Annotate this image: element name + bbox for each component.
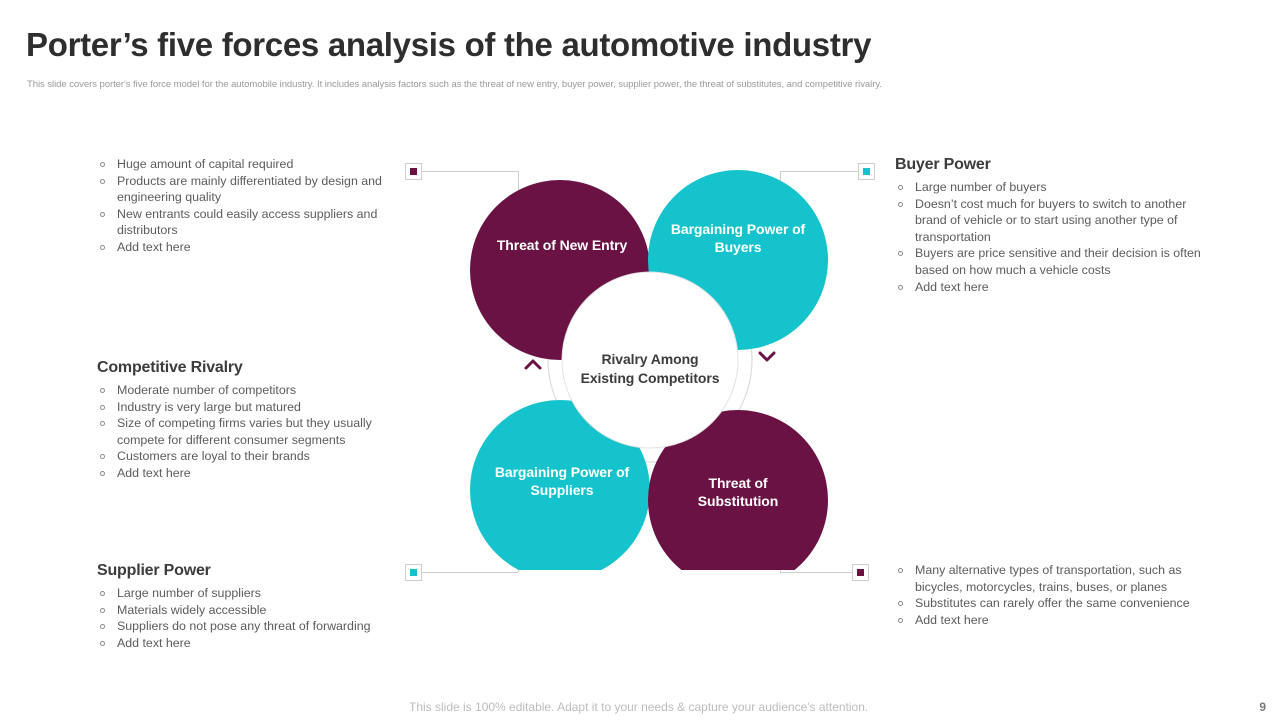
connector-line-new-entry-h [422, 171, 518, 172]
text-block-buyer-power: Buyer Power Large number of buyers Doesn… [895, 156, 1215, 295]
list-item: Add text here [895, 279, 1215, 296]
list-item: Large number of buyers [895, 179, 1215, 196]
list-item: Materials widely accessible [97, 602, 402, 619]
connector-marker-substitution [852, 564, 869, 581]
marker-square-icon [857, 569, 864, 576]
text-block-supplier-power: Supplier Power Large number of suppliers… [97, 562, 402, 651]
list-item: Products are mainly differentiated by de… [97, 173, 397, 206]
list-item: Moderate number of competitors [97, 382, 402, 399]
list-item: New entrants could easily access supplie… [97, 206, 397, 239]
connector-marker-supplier-power [405, 564, 422, 581]
bullet-list-threat-of-substitution: Many alternative types of transportation… [895, 562, 1215, 628]
flow-arrow-right-icon [758, 351, 776, 362]
bullet-list-new-entry: Huge amount of capital required Products… [97, 156, 397, 256]
connector-marker-new-entry [405, 163, 422, 180]
section-heading-supplier-power: Supplier Power [97, 562, 211, 579]
bubble-threat-of-substitution[interactable] [648, 410, 828, 570]
marker-square-icon [410, 168, 417, 175]
list-item: Customers are loyal to their brands [97, 448, 402, 465]
marker-square-icon [410, 569, 417, 576]
list-item: Size of competing firms varies but they … [97, 415, 402, 448]
porters-five-forces-diagram: Threat of New Entry Bargaining Power of … [440, 150, 860, 570]
list-item: Industry is very large but matured [97, 399, 402, 416]
diagram-svg [470, 170, 828, 570]
list-item: Add text here [97, 239, 397, 256]
list-item: Add text here [895, 612, 1215, 629]
text-block-competitive-rivalry: Competitive Rivalry Moderate number of c… [97, 359, 402, 482]
bullet-list-buyer-power: Large number of buyers Doesn’t cost much… [895, 179, 1215, 295]
connector-line-supplier-power-h [422, 572, 518, 573]
list-item: Doesn’t cost much for buyers to switch t… [895, 196, 1215, 246]
connector-line-substitution-h [780, 572, 852, 573]
list-item: Huge amount of capital required [97, 156, 397, 173]
connector-line-new-entry-v [518, 171, 519, 201]
section-heading-competitive-rivalry: Competitive Rivalry [97, 359, 243, 376]
flow-arrow-bottom-icon [601, 461, 612, 479]
page-title: Porter’s five forces analysis of the aut… [26, 26, 872, 63]
list-item: Many alternative types of transportation… [895, 562, 1215, 595]
bullet-list-supplier-power: Large number of suppliers Materials wide… [97, 585, 402, 651]
marker-square-icon [863, 168, 870, 175]
section-heading-buyer-power: Buyer Power [895, 156, 991, 173]
connector-line-buyer-power-h [780, 171, 858, 172]
text-block-threat-of-substitution: Many alternative types of transportation… [895, 562, 1215, 628]
list-item: Add text here [97, 635, 402, 652]
footer-note: This slide is 100% editable. Adapt it to… [409, 700, 869, 714]
list-item: Substitutes can rarely offer the same co… [895, 595, 1215, 612]
flow-arrow-top-icon [688, 240, 699, 258]
list-item: Large number of suppliers [97, 585, 402, 602]
center-ring-inner [561, 271, 739, 449]
page-subtitle: This slide covers porter's five force mo… [27, 79, 882, 90]
list-item: Add text here [97, 465, 402, 482]
bullet-list-competitive-rivalry: Moderate number of competitors Industry … [97, 382, 402, 482]
bubble-bargaining-power-of-suppliers[interactable] [470, 400, 650, 570]
page-number: 9 [1259, 700, 1266, 714]
list-item: Buyers are price sensitive and their dec… [895, 245, 1215, 278]
center-disc [562, 272, 738, 448]
connector-marker-buyer-power [858, 163, 875, 180]
flow-arrow-left-icon [524, 359, 542, 370]
list-item: Suppliers do not pose any threat of forw… [97, 618, 402, 635]
text-block-new-entry: Huge amount of capital required Products… [97, 156, 397, 256]
